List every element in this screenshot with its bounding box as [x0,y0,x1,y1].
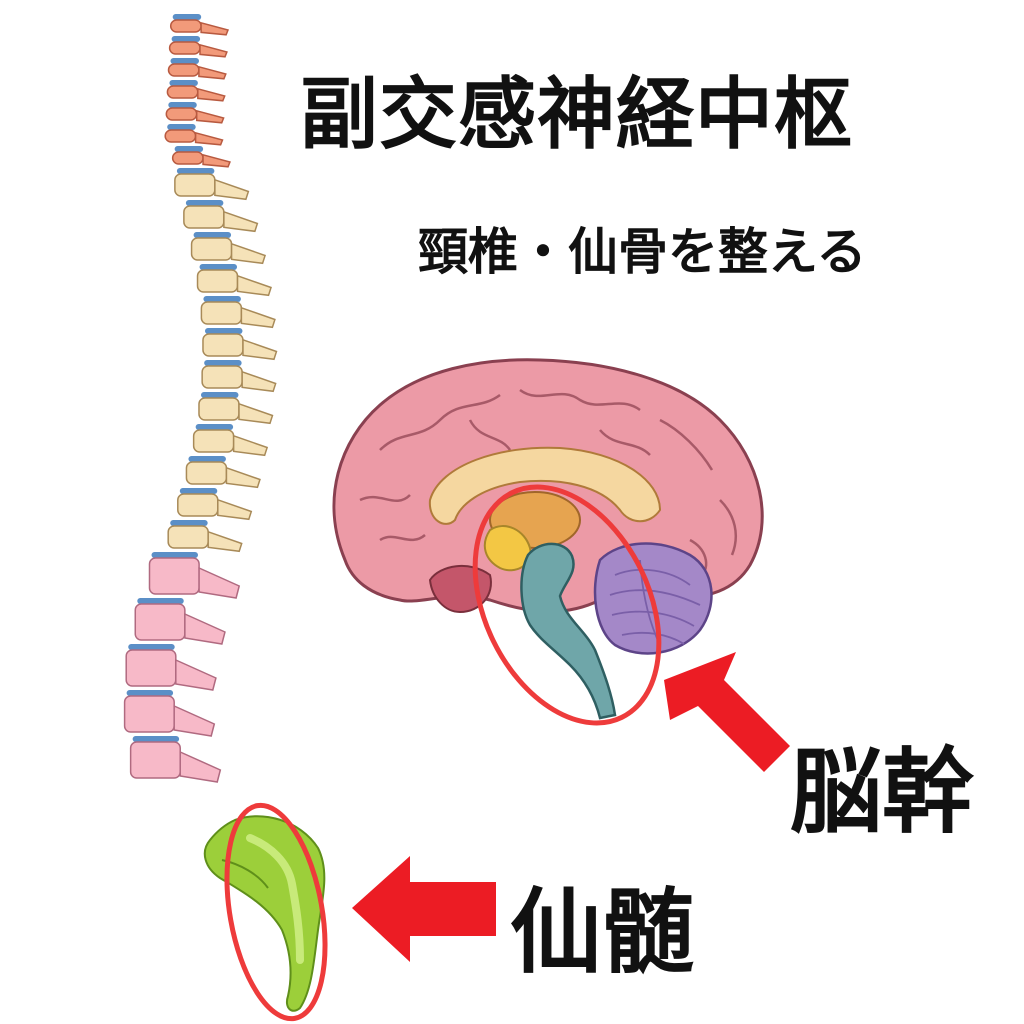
thoracic-spinous-process [230,242,267,265]
thoracic-spinous-process [225,466,261,489]
thoracic-spinous-process [207,530,243,553]
intervertebral-disc [179,488,218,494]
spine-illustration [123,14,278,783]
intervertebral-disc [204,360,242,366]
thoracic-vertebra [202,333,244,357]
brainstem-highlight-circle [472,484,662,726]
thoracic-spinous-process [238,402,274,425]
lumbar-vertebra [134,603,186,641]
thoracic-spinous-process [232,434,269,457]
thoracic-vertebra [185,461,228,485]
lumbar-spinous-process [173,704,216,737]
cervical-spinous-process [197,87,226,102]
intervertebral-disc [128,644,175,650]
cervical-vertebra [169,19,202,33]
sacrum-highlight-circle [224,802,328,1022]
thoracic-vertebra [190,237,233,261]
corpus-callosum [428,446,662,525]
cervical-vertebra [165,107,198,121]
cervical-spinous-process [198,65,227,80]
lumbar-spinous-process [198,566,241,599]
sacrum-highlight [246,834,304,964]
hypothalamus [483,525,532,572]
lumbar-vertebra [129,741,181,779]
thoracic-vertebra [196,269,239,293]
cervical-spinous-process [195,109,225,124]
intervertebral-disc [200,392,239,398]
cervical-vertebra [168,41,201,55]
lumbar-spinous-process [184,612,226,645]
thoracic-spinous-process [240,306,276,329]
intervertebral-disc [170,520,208,526]
intervertebral-disc [193,232,232,238]
thoracic-spinous-process [241,370,277,393]
intervertebral-disc [169,80,198,86]
intervertebral-disc [172,14,202,20]
thoracic-spinous-process [217,498,253,521]
cervical-vertebra [167,63,200,77]
intervertebral-disc [203,296,241,302]
lumbar-vertebra [125,649,177,687]
page-title: 副交感神経中枢 [300,70,854,160]
thoracic-spinous-process [214,178,250,201]
thoracic-spinous-process [223,210,259,233]
intervertebral-disc [174,146,204,152]
intervertebral-disc [170,58,199,64]
lumbar-spinous-process [175,658,217,691]
intervertebral-disc [204,328,243,334]
cervical-vertebra [171,151,204,165]
thoracic-spinous-process [242,338,278,361]
thoracic-vertebra [200,301,243,325]
thoracic-spinous-process [236,274,272,297]
cervical-spinous-process [200,21,230,36]
cervical-vertebra [164,129,197,143]
intervertebral-disc [199,264,238,270]
brain-illustration [332,358,764,726]
intervertebral-disc [137,598,184,604]
thoracic-vertebra [167,525,209,549]
intervertebral-disc [167,124,196,130]
sacrum-arrow [352,856,496,962]
intervertebral-disc [151,552,198,558]
intervertebral-disc [132,736,180,742]
brainstem [520,542,617,720]
brainstem-arrow [664,652,790,772]
lumbar-vertebra [148,557,200,595]
lumbar-vertebra [123,695,175,733]
thoracic-vertebra [177,493,219,517]
thoracic-vertebra [192,429,235,453]
brainstem-label: 脳幹 [790,739,975,846]
thoracic-vertebra [201,365,243,389]
cervical-spinous-process [202,153,231,168]
intervertebral-disc [176,168,215,174]
sacrum-illustration [203,815,326,1012]
lumbar-spinous-process [179,750,222,783]
intervertebral-disc [185,200,224,206]
thoracic-vertebra [198,397,240,421]
cerebrum-gyri [359,388,737,579]
page-subtitle: 頸椎・仙骨を整える [418,223,867,281]
intervertebral-disc [168,102,197,108]
cervical-vertebra [166,85,199,99]
intervertebral-disc [126,690,174,696]
intervertebral-disc [171,36,201,42]
intervertebral-disc [195,424,234,430]
cervical-spinous-process [199,43,228,58]
thoracic-vertebra [183,205,225,229]
intervertebral-disc [188,456,226,462]
thoracic-vertebra [174,173,216,197]
cervical-spinous-process [194,131,224,146]
sacrum-label: 仙髄 [510,879,695,986]
